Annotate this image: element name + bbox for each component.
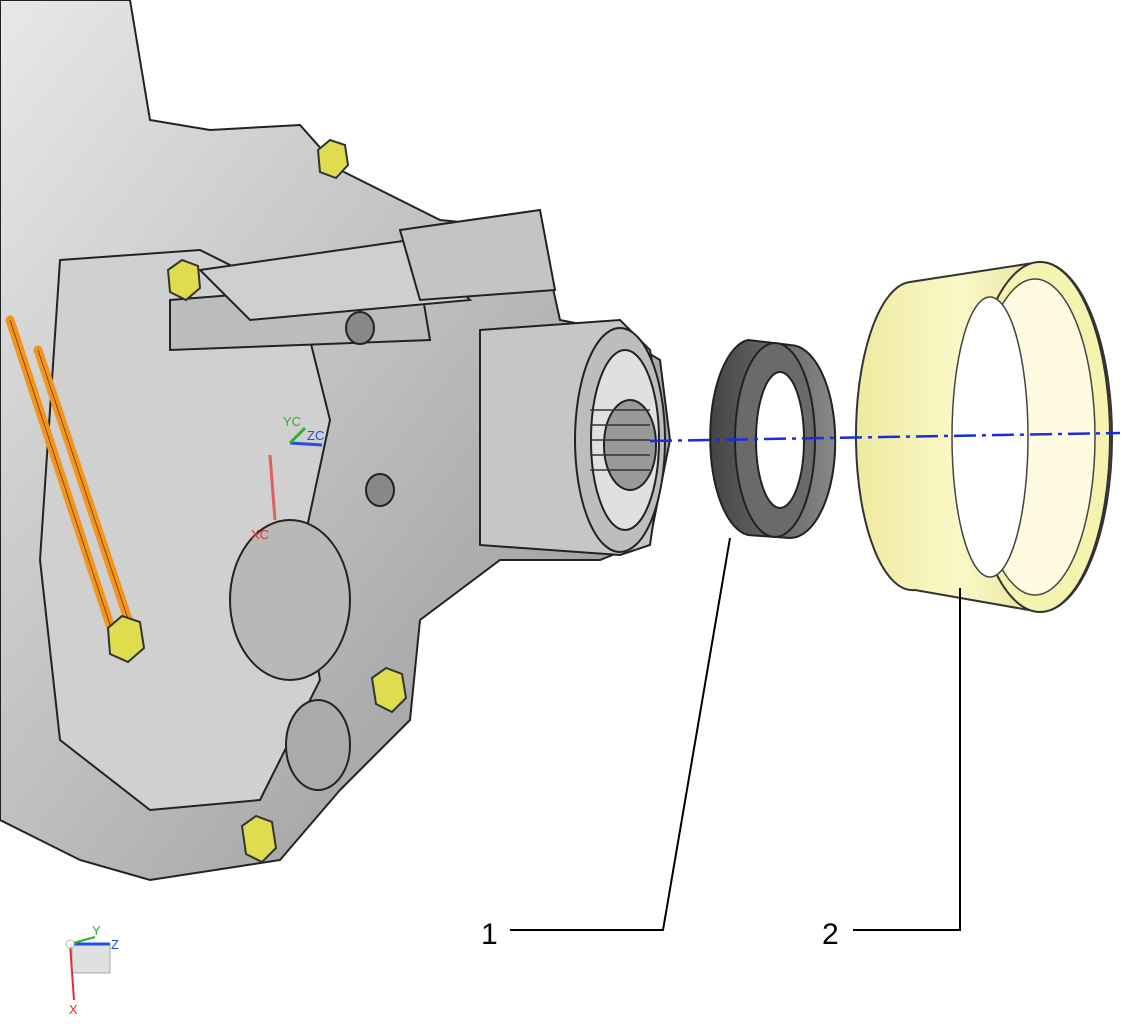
y-axis-label: Y xyxy=(92,923,101,938)
callout-1-label: 1 xyxy=(481,918,498,951)
work-coordinate-system: YC ZC XC xyxy=(251,414,324,542)
transmission-housing xyxy=(0,0,672,882)
x-axis-label: X xyxy=(69,1002,78,1017)
dust-cup xyxy=(854,260,1113,614)
callout-1: 1 xyxy=(481,537,731,951)
bolt xyxy=(106,614,146,664)
orange-lever xyxy=(5,315,140,645)
z-axis-label: Z xyxy=(111,937,119,952)
bolts xyxy=(106,138,408,864)
callout-2-label: 2 xyxy=(822,918,839,951)
zc-axis-label: ZC xyxy=(307,428,324,443)
callout-2: 2 xyxy=(822,588,961,951)
bolt xyxy=(370,666,408,714)
xc-axis-label: XC xyxy=(251,527,269,542)
bolt xyxy=(240,814,278,864)
absolute-coordinate-triad: Y Z X xyxy=(65,923,119,1017)
yc-axis-label: YC xyxy=(283,414,301,429)
bolt xyxy=(316,138,350,180)
bolt xyxy=(166,258,202,302)
center-axis-line xyxy=(649,431,1121,443)
